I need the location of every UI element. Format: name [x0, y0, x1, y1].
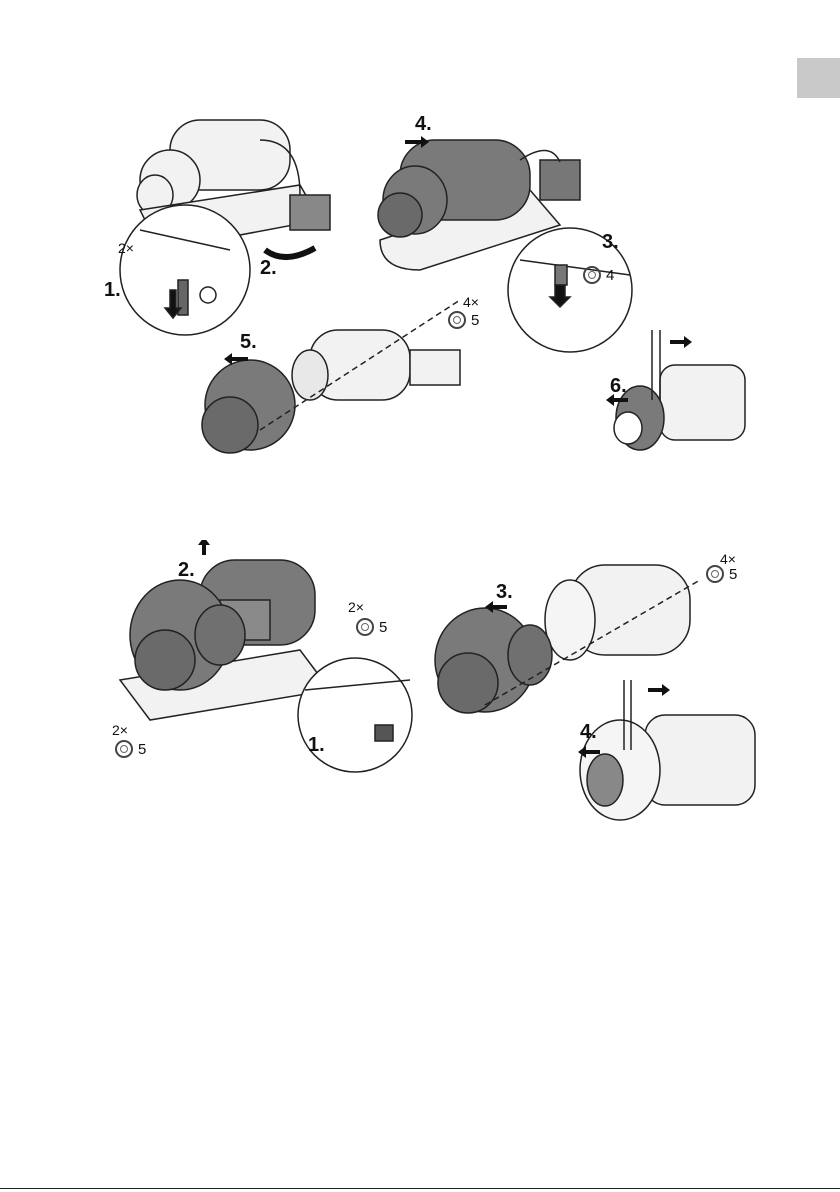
- arrow-step-2-up: [198, 540, 210, 555]
- quantity-2x-label: 2×: [112, 723, 128, 737]
- arrow-step-4-up: [648, 684, 670, 696]
- part-5-label: 5: [471, 313, 479, 328]
- top-disassembly-figure: 1. 2. 3. 4. 5. 6. 2× 4× 4 5: [100, 100, 800, 470]
- quantity-4x-label: 4×: [463, 295, 479, 309]
- step-5-label: 5.: [240, 332, 257, 352]
- step-4-label: 4.: [580, 722, 597, 742]
- step-4-label: 4.: [415, 114, 432, 134]
- pump-exploded-illustration: [202, 300, 460, 453]
- pump-impeller-bottom-illustration: [580, 680, 755, 820]
- quantity-2x-label: 2×: [348, 600, 364, 614]
- part-4-label: 4: [606, 268, 614, 283]
- washer-icon: [448, 311, 466, 329]
- step-1-label: 1.: [308, 735, 325, 755]
- zoom-detail-1: [120, 205, 250, 335]
- rotate-arrow: [265, 248, 315, 257]
- step-2-label: 2.: [178, 560, 195, 580]
- pump-impeller-illustration: [614, 330, 745, 450]
- arrow-step-6-up: [670, 336, 692, 348]
- washer-icon: [356, 618, 374, 636]
- washer-icon: [115, 740, 133, 758]
- quantity-4x-label: 4×: [720, 552, 736, 566]
- step-2-label: 2.: [260, 258, 277, 278]
- bottom-disassembly-figure: 1. 2. 3. 4. 2× 5 2× 5 4× 5: [100, 540, 800, 830]
- part-5-label: 5: [729, 567, 737, 582]
- step-1-label: 1.: [104, 280, 121, 300]
- step-6-label: 6.: [610, 376, 627, 396]
- top-illustration: [100, 100, 800, 470]
- washer-icon: [706, 565, 724, 583]
- quantity-2x-label: 2×: [118, 241, 134, 255]
- page-bottom-rule: [0, 1188, 840, 1189]
- step-3-label: 3.: [496, 582, 513, 602]
- language-section-tab: [797, 58, 840, 98]
- bottom-illustration: [100, 540, 800, 830]
- pump-base-illustration: [120, 560, 330, 720]
- washer-icon: [583, 266, 601, 284]
- step-3-label: 3.: [602, 232, 619, 252]
- part-5-label: 5: [379, 620, 387, 635]
- part-5-label: 5: [138, 742, 146, 757]
